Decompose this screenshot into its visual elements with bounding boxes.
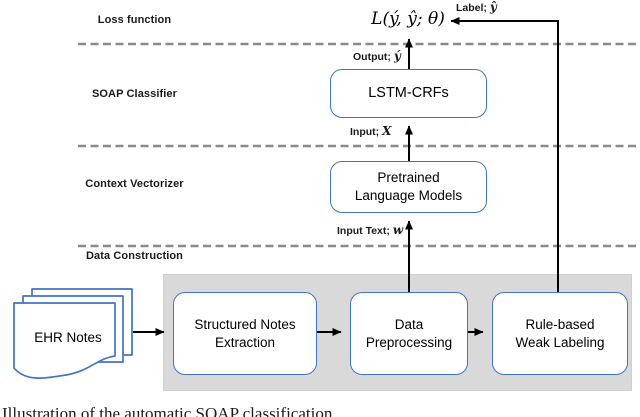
- output-annotation: Output;ý: [353, 49, 401, 63]
- label-top-annotation: Label;ŷ: [456, 0, 497, 14]
- input-text: Input;: [350, 126, 380, 138]
- input-text-annotation: Input Text;w: [337, 223, 403, 237]
- input-annotation: Input;X: [350, 124, 391, 138]
- section-label-data-construction: Data Construction: [85, 250, 184, 262]
- node-rule-based-weak-labeling: Rule-based Weak Labeling: [492, 292, 628, 375]
- section-label-context-vectorizer: Context Vectorizer: [85, 178, 184, 190]
- loss-formula: L(ý, ŷ; θ): [371, 9, 445, 29]
- document-stack-icon: [13, 288, 133, 379]
- dashed-divider-lines: [78, 42, 640, 248]
- node-structured-notes-extraction: Structured Notes Extraction: [173, 292, 317, 375]
- section-label-soap-classifier: SOAP Classifier: [91, 88, 178, 100]
- input-symbol: X: [382, 124, 392, 138]
- arrow-label-feedback: [450, 17, 559, 292]
- output-symbol: ý: [393, 49, 401, 63]
- input-text-symbol: w: [392, 223, 404, 237]
- output-text: Output;: [353, 51, 391, 63]
- node-pretrained-language-models: Pretrained Language Models: [330, 161, 487, 213]
- figure-caption: Illustration of the automatic SOAP class…: [2, 404, 333, 417]
- label-top-symbol: ŷ: [489, 0, 497, 14]
- input-text-label: Input Text;: [337, 225, 390, 237]
- ehr-notes-label: EHR Notes: [34, 330, 102, 345]
- node-lstm-crfs: LSTM-CRFs: [330, 69, 487, 118]
- section-label-loss-function: Loss function: [97, 14, 172, 26]
- node-data-preprocessing: Data Preprocessing: [350, 292, 468, 375]
- label-top-text: Label;: [456, 2, 487, 14]
